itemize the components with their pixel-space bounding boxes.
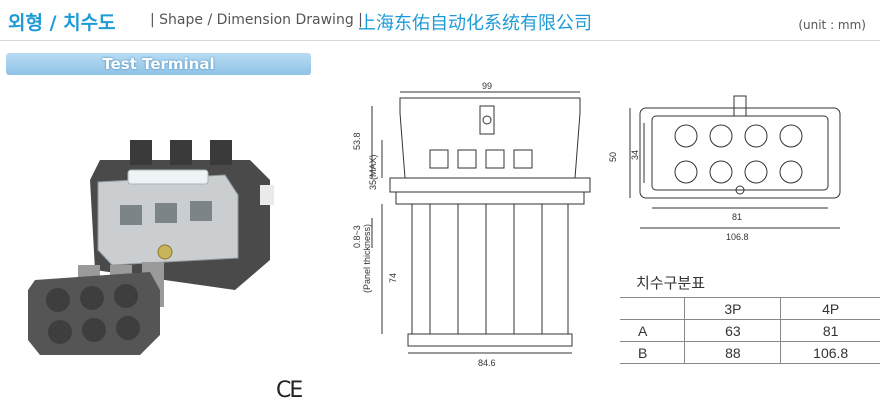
dim-side-inner: 34: [630, 150, 640, 160]
table-cell: 4P: [780, 297, 880, 320]
dim-panel-note: (Panel thickness): [362, 224, 372, 293]
header-divider: [0, 40, 880, 41]
table-cell: [620, 297, 686, 320]
table-cell: A: [620, 319, 686, 342]
table-cell: 88: [684, 341, 782, 364]
unit-label: (unit : mm): [798, 18, 866, 32]
table-cell: 63: [684, 319, 782, 342]
table-row: A 63 81: [620, 319, 880, 342]
table-row: B 88 106.8: [620, 341, 880, 364]
table-header-row: 3P 4P: [620, 297, 880, 320]
ce-mark: CE: [276, 378, 303, 403]
section-tab: Test Terminal: [6, 53, 311, 75]
page-title: 외형 / 치수도: [8, 12, 116, 34]
table-cell: B: [620, 341, 686, 364]
dimension-table: 3P 4P A 63 81 B 88 106.8: [620, 297, 880, 364]
dim-height-total: 53.8: [352, 132, 362, 150]
dimension-table-title: 치수구분표: [636, 274, 706, 292]
dim-top-inner: 81: [732, 212, 742, 222]
dim-depth: 74: [388, 273, 398, 283]
page-header: 외형 / 치수도 | Shape / Dimension Drawing | 上…: [0, 0, 880, 42]
page-subtitle: | Shape / Dimension Drawing |: [150, 12, 363, 28]
dim-front-width: 99: [482, 81, 492, 91]
dimension-drawing: 99 53.8 35(MAX) 0.8~3 (Panel thickness) …: [352, 81, 841, 368]
dim-panel: 0.8~3: [352, 225, 362, 248]
company-name: 上海东佑自动化系统有限公司: [358, 13, 592, 34]
dim-top-outer: 106.8: [726, 232, 749, 242]
table-cell: 81: [780, 319, 880, 342]
table-cell: 3P: [684, 297, 782, 320]
product-photo: [28, 140, 274, 355]
dim-bottom-width: 84.6: [478, 358, 496, 368]
table-cell: 106.8: [780, 341, 880, 364]
dim-side-height: 50: [608, 152, 618, 162]
dim-height-max: 35(MAX): [368, 154, 378, 190]
